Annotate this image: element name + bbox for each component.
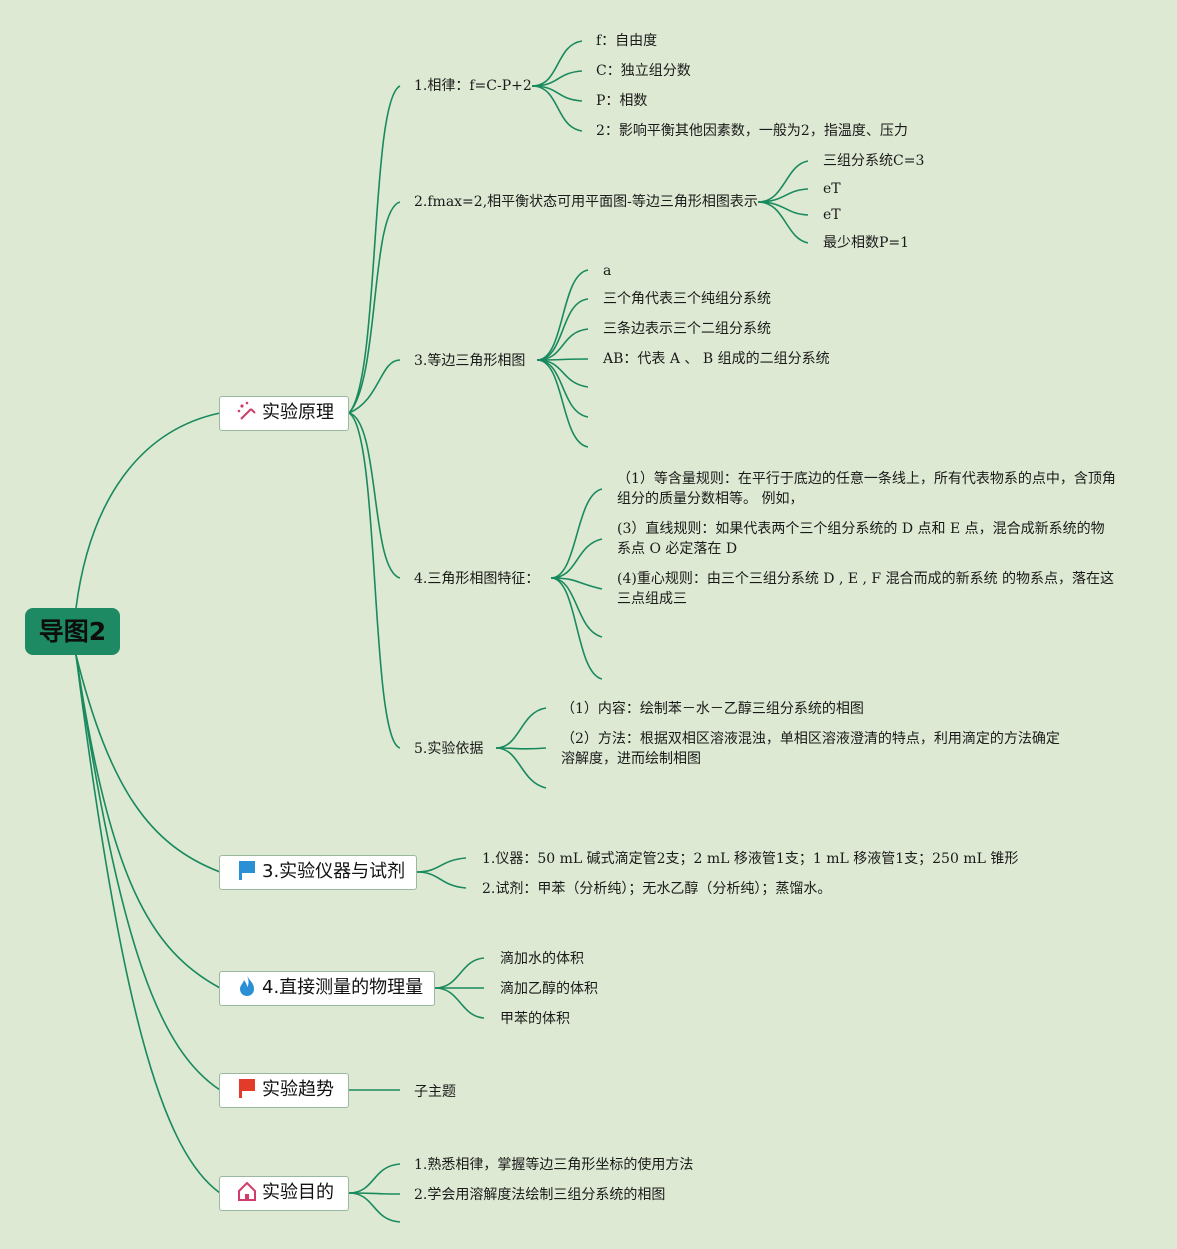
branch-triangle[interactable]: 3.等边三角形相图 bbox=[414, 353, 526, 369]
list-item[interactable]: eT bbox=[823, 207, 841, 223]
list-item[interactable]: 最少相数P=1 bbox=[823, 235, 910, 251]
list-item[interactable]: AB：代表 A 、 B 组成的二组分系统 bbox=[603, 351, 830, 367]
topic-measurements-label: 4.直接测量的物理量 bbox=[262, 977, 424, 998]
topic-trend-label: 实验趋势 bbox=[262, 1079, 334, 1100]
list-item[interactable]: 子主题 bbox=[414, 1084, 456, 1100]
home-icon bbox=[236, 1180, 258, 1202]
topic-purpose-label: 实验目的 bbox=[262, 1182, 334, 1203]
list-item[interactable]: (4)重心规则：由三个三组分系统 D , E , F 混合而成的新系统 的物系点… bbox=[617, 571, 1115, 607]
list-item[interactable]: eT bbox=[823, 181, 841, 197]
list-item[interactable]: 2.试剂：甲苯（分析纯）；无水乙醇（分析纯）；蒸馏水。 bbox=[482, 881, 832, 897]
topic-measurements[interactable]: 4.直接测量的物理量 bbox=[219, 971, 435, 1006]
branch-fmax[interactable]: 2.fmax=2,相平衡状态可用平面图-等边三角形相图表示 bbox=[414, 194, 758, 210]
list-item[interactable]: 滴加水的体积 bbox=[500, 951, 584, 967]
topic-instruments[interactable]: 3.实验仪器与试剂 bbox=[219, 855, 417, 890]
list-item[interactable]: C：独立组分数 bbox=[596, 63, 691, 79]
list-item[interactable]: a bbox=[603, 263, 612, 279]
red-flag-icon bbox=[236, 1077, 258, 1099]
list-item[interactable]: f：自由度 bbox=[596, 33, 658, 49]
list-item[interactable]: （1）等含量规则：在平行于底边的任意一条线上，所有代表物系的点中，含顶角组分的质… bbox=[617, 471, 1116, 507]
branch-features[interactable]: 4.三角形相图特征： bbox=[414, 571, 540, 587]
branch-phase-rule[interactable]: 1.相律：f=C-P+2 bbox=[414, 78, 532, 94]
list-item[interactable]: 滴加乙醇的体积 bbox=[500, 981, 598, 997]
flag-icon bbox=[236, 859, 258, 881]
list-item[interactable]: 三条边表示三个二组分系统 bbox=[603, 321, 771, 337]
list-item[interactable]: 2：影响平衡其他因素数，一般为2，指温度、压力 bbox=[596, 123, 908, 139]
list-item[interactable]: 三组分系统C=3 bbox=[823, 153, 925, 169]
list-item[interactable]: 三个角代表三个纯组分系统 bbox=[603, 291, 771, 307]
list-item[interactable]: 1.仪器：50 mL 碱式滴定管2支；2 mL 移液管1支；1 mL 移液管1支… bbox=[482, 851, 1019, 867]
list-item[interactable]: 1.熟悉相律，掌握等边三角形坐标的使用方法 bbox=[414, 1157, 694, 1173]
list-item[interactable]: 2.学会用溶解度法绘制三组分系统的相图 bbox=[414, 1187, 666, 1203]
topic-purpose[interactable]: 实验目的 bbox=[219, 1176, 349, 1211]
fire-icon bbox=[236, 975, 258, 997]
topic-principle[interactable]: 实验原理 bbox=[219, 396, 349, 431]
root-node[interactable]: 导图2 bbox=[25, 608, 120, 655]
topic-trend[interactable]: 实验趋势 bbox=[219, 1073, 349, 1108]
topic-principle-label: 实验原理 bbox=[262, 402, 334, 423]
list-item[interactable]: 甲苯的体积 bbox=[500, 1011, 570, 1027]
list-item[interactable]: (3）直线规则：如果代表两个三个组分系统的 D 点和 E 点，混合成新系统的物系… bbox=[617, 521, 1105, 557]
list-item[interactable]: P：相数 bbox=[596, 93, 648, 109]
branch-basis[interactable]: 5.实验依据 bbox=[414, 741, 484, 757]
list-item[interactable]: （2）方法：根据双相区溶液混浊，单相区溶液澄清的特点，利用滴定的方法确定溶解度，… bbox=[561, 731, 1060, 767]
topic-instruments-label: 3.实验仪器与试剂 bbox=[262, 861, 406, 882]
list-item[interactable]: （1）内容：绘制苯－水－乙醇三组分系统的相图 bbox=[561, 701, 864, 717]
magic-wand-icon bbox=[236, 400, 258, 422]
